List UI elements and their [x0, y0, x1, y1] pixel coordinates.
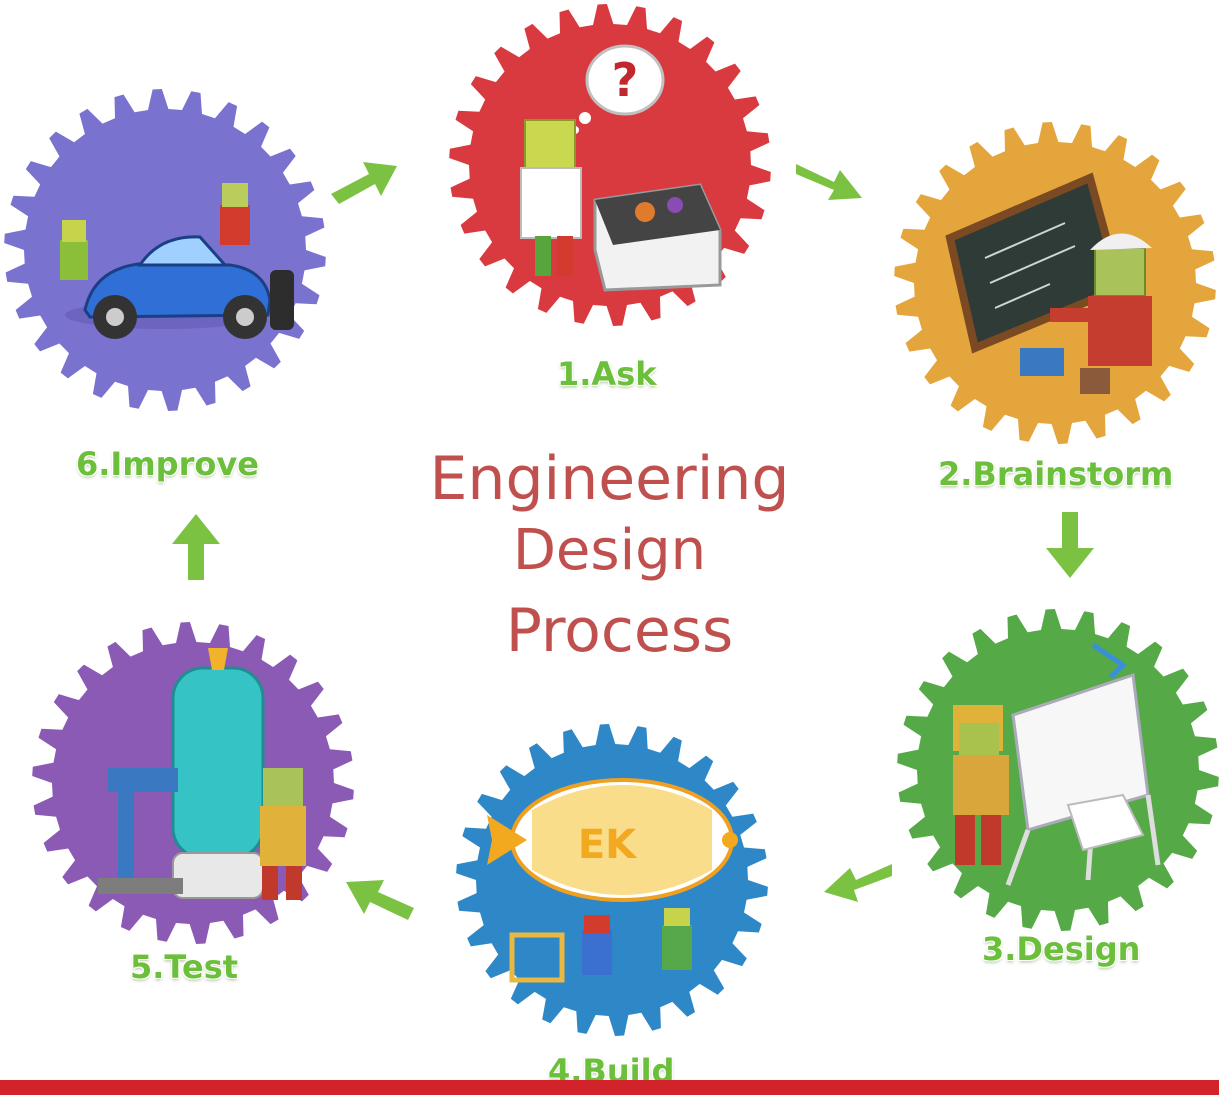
arrow-ask-to-brainstorm [790, 150, 870, 210]
gear-brainstorm [890, 118, 1219, 448]
arrow-build-to-test [340, 868, 420, 928]
drafting-table-icon [1005, 642, 1161, 886]
step-label-test: 5.Test [130, 948, 239, 986]
step-label-ask: 1.Ask [557, 355, 657, 393]
svg-text:?: ? [612, 53, 639, 107]
gear-test [28, 618, 358, 948]
gear-ask: ? [445, 0, 775, 330]
gear-design-icon [897, 609, 1219, 931]
lab-robot-icon [520, 119, 722, 292]
arrow-test-to-improve [166, 510, 226, 582]
arrow-brainstorm-to-design [1040, 510, 1100, 582]
arrow-improve-to-ask [325, 152, 405, 212]
question-bubble-icon: ? [571, 44, 665, 134]
title-line-1: Engineering [429, 444, 790, 514]
step-label-design: 3.Design [982, 930, 1141, 968]
gear-build-icon: EK [456, 724, 768, 1036]
gear-test-icon [32, 622, 354, 944]
gear-ask-icon: ? [449, 4, 771, 326]
gear-improve-icon [4, 89, 326, 411]
race-car-icon [60, 183, 294, 339]
blimp-icon: EK [487, 778, 738, 902]
title-line-2: Design [512, 518, 707, 583]
gear-design [893, 605, 1219, 935]
workshop-robots-icon [509, 908, 692, 983]
bottom-red-bar [0, 1080, 1219, 1095]
arrow-design-to-build [818, 852, 898, 912]
step-label-improve: 6.Improve [76, 445, 259, 483]
gear-improve [0, 85, 330, 415]
svg-text:EK: EK [578, 822, 638, 868]
professor-robot-icon [1020, 233, 1152, 394]
gear-build: EK [452, 720, 772, 1040]
test-tube-machine-icon [98, 648, 265, 899]
title-line-3: Process [505, 596, 734, 666]
designer-robot-icon [953, 705, 1009, 865]
gear-brainstorm-icon [894, 122, 1216, 444]
tester-robot-icon [260, 768, 306, 900]
step-label-brainstorm: 2.Brainstorm [938, 455, 1174, 493]
